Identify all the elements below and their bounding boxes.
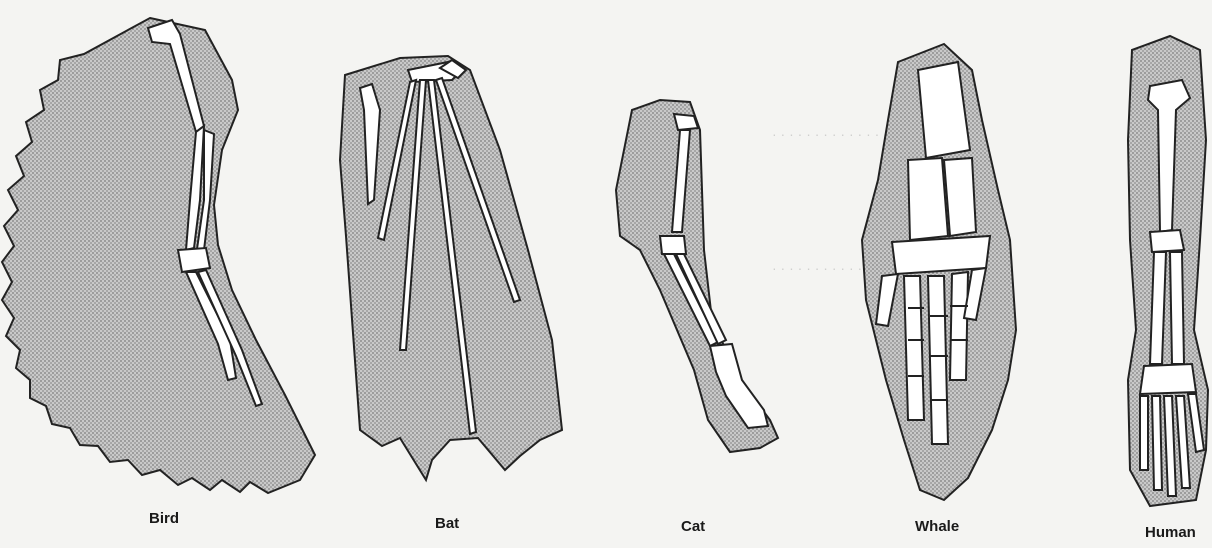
human-wrist bbox=[1140, 364, 1196, 394]
human-elbow bbox=[1150, 230, 1184, 252]
whale-ulna bbox=[944, 158, 976, 236]
whale-digit-3 bbox=[928, 276, 948, 444]
label-bat: Bat bbox=[435, 515, 459, 532]
whale-digit-2 bbox=[904, 276, 924, 420]
label-cat: Cat bbox=[681, 518, 705, 535]
bat-wing bbox=[340, 56, 562, 480]
whale-digit-4 bbox=[950, 272, 968, 380]
bird-wing-silhouette bbox=[2, 18, 315, 493]
label-whale: Whale bbox=[915, 518, 959, 535]
whale-radius bbox=[908, 158, 948, 240]
label-bird: Bird bbox=[149, 510, 179, 527]
whale-carpals bbox=[892, 236, 990, 274]
bird-wing bbox=[2, 18, 315, 493]
cat-leg bbox=[616, 100, 778, 452]
human-digit-1 bbox=[1140, 396, 1148, 470]
human-digit-2 bbox=[1152, 396, 1162, 490]
human-arm bbox=[1128, 36, 1208, 506]
whale-flipper bbox=[862, 44, 1016, 500]
bird-carpals bbox=[178, 248, 210, 272]
label-human: Human bbox=[1145, 524, 1196, 541]
cat-scapula bbox=[674, 114, 698, 130]
cat-elbow bbox=[660, 236, 686, 254]
human-radius bbox=[1150, 252, 1166, 364]
human-ulna bbox=[1170, 252, 1184, 364]
